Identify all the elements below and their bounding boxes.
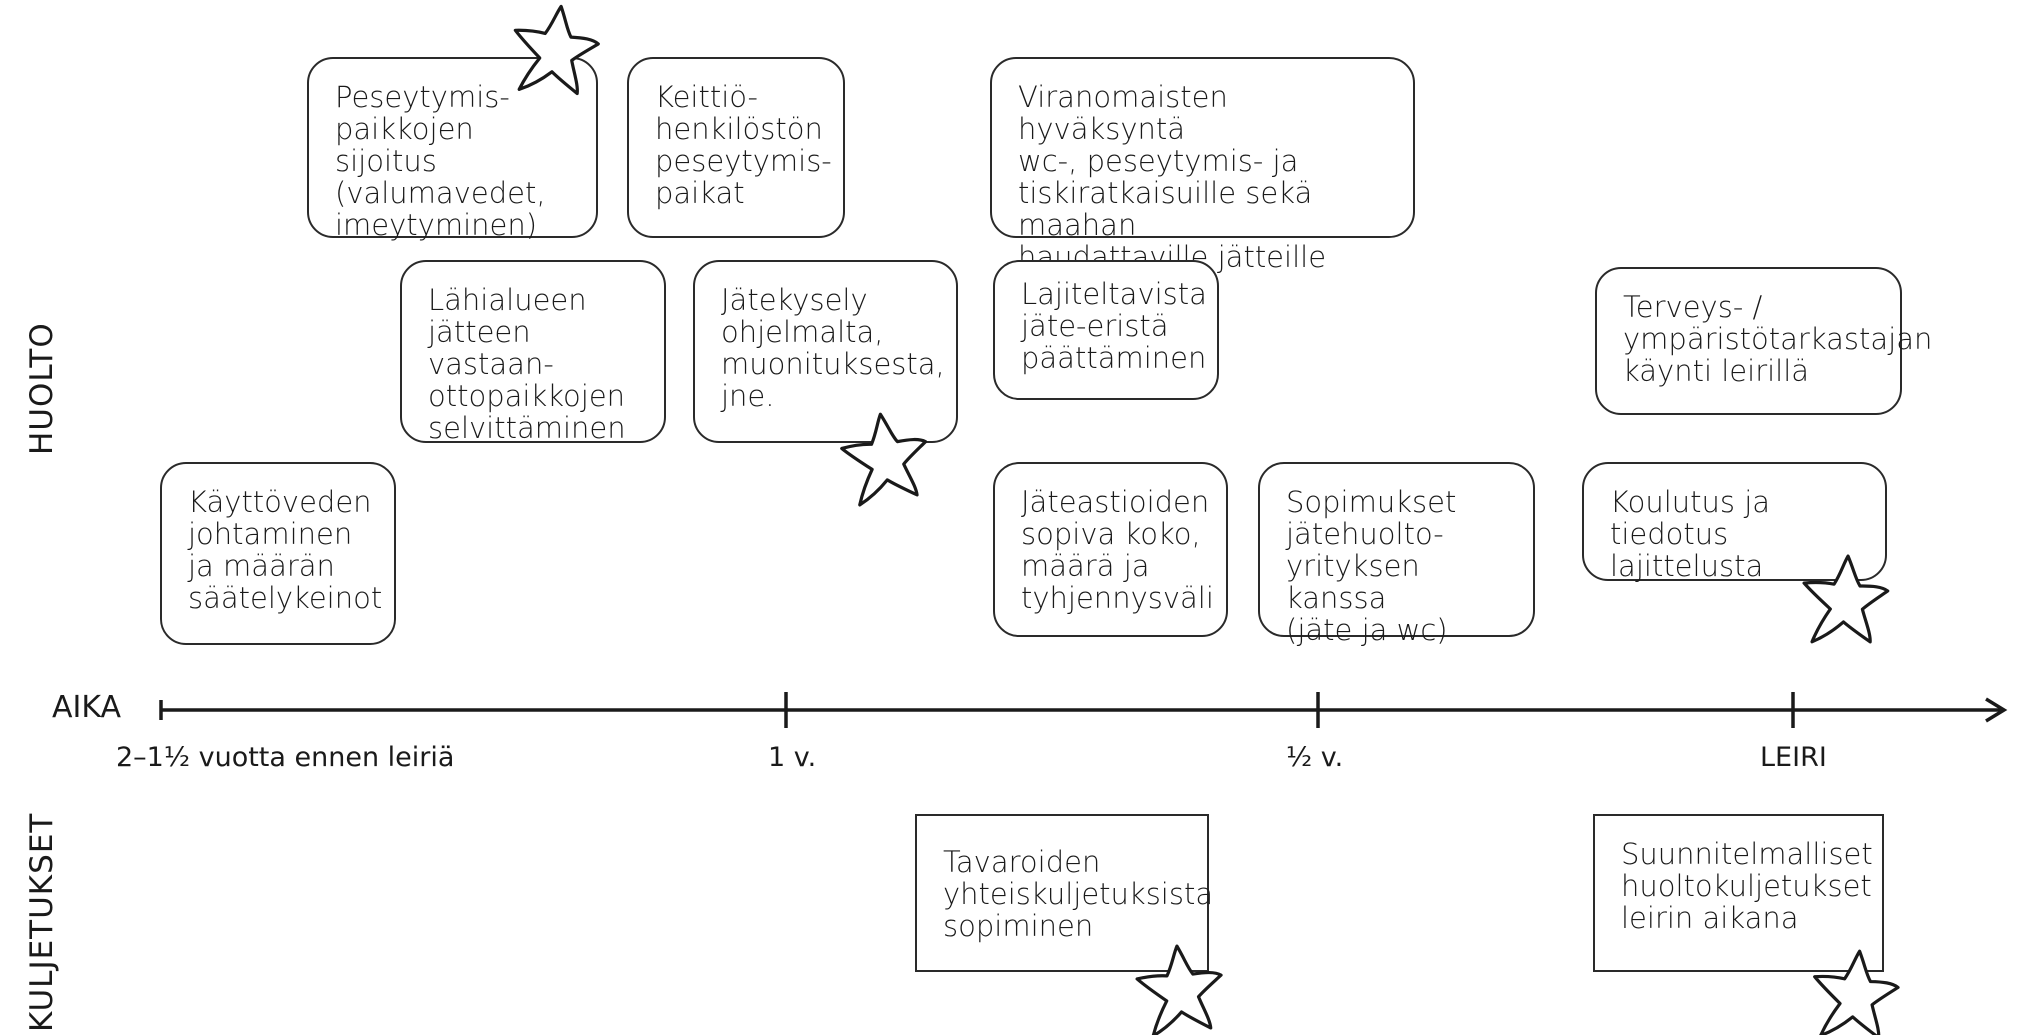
task-text: Koulutus ja tiedotus lajittelusta bbox=[1610, 485, 1771, 583]
star-icon bbox=[505, 0, 605, 102]
task-box-keittio: Keittiö- henkilöstön peseytymis- paikat bbox=[627, 57, 845, 238]
tick-label-start: 2–1½ vuotta ennen leiriä bbox=[116, 742, 455, 773]
task-text: Suunnitelmalliset huoltokuljetukset leir… bbox=[1621, 837, 1873, 935]
axis-arrowhead bbox=[1985, 697, 2008, 723]
task-text: Terveys- / ympäristötarkastajan käynti l… bbox=[1623, 290, 1933, 388]
tick-label-1v: 1 v. bbox=[768, 742, 817, 773]
task-text: Tavaroiden yhteiskuljetuksista sopiminen bbox=[943, 845, 1214, 943]
task-text: Keittiö- henkilöstön peseytymis- paikat bbox=[655, 80, 832, 210]
task-box-koulutus: Koulutus ja tiedotus lajittelusta bbox=[1582, 462, 1887, 583]
task-box-huoltokuljetukset: Suunnitelmalliset huoltokuljetukset leir… bbox=[1593, 814, 1884, 972]
task-text: Lähialueen jätteen vastaan- ottopaikkoje… bbox=[428, 283, 626, 445]
task-box-sopimukset: Sopimukset jätehuolto- yrityksen kanssa … bbox=[1258, 462, 1535, 646]
tick-label-half: ½ v. bbox=[1286, 742, 1344, 773]
task-box-jateastiat: Jäteastioiden sopiva koko, määrä ja tyhj… bbox=[993, 462, 1228, 637]
task-box-lajiteltavat: Lajiteltavista jäte-eristä päättäminen bbox=[993, 260, 1219, 400]
task-text: Jäteastioiden sopiva koko, määrä ja tyhj… bbox=[1021, 485, 1214, 615]
tick-label-leiri: LEIRI bbox=[1760, 742, 1827, 773]
star-icon bbox=[1798, 551, 1892, 649]
task-box-kayttovesi: Käyttöveden johtaminen ja määrän säätely… bbox=[160, 462, 396, 645]
task-box-tarkastaja: Terveys- / ympäristötarkastajan käynti l… bbox=[1595, 267, 1933, 415]
task-text: Peseytymis- paikkojen sijoitus (valumave… bbox=[335, 80, 546, 242]
task-text: Sopimukset jätehuolto- yrityksen kanssa … bbox=[1286, 485, 1457, 647]
task-text: Lajiteltavista jäte-eristä päättäminen bbox=[1021, 277, 1207, 375]
task-text: Käyttöveden johtaminen ja määrän säätely… bbox=[188, 485, 383, 615]
task-box-peseytymispaikat: Peseytymis- paikkojen sijoitus (valumave… bbox=[307, 57, 598, 242]
star-icon bbox=[1807, 945, 1903, 1035]
star-icon bbox=[1133, 941, 1227, 1035]
task-text: Jätekysely ohjelmalta, muonituksesta, jn… bbox=[721, 283, 945, 413]
task-box-yhteiskuljetukset: Tavaroiden yhteiskuljetuksista sopiminen bbox=[915, 814, 1214, 972]
star-icon bbox=[837, 408, 933, 508]
task-box-vastaanottopaikat: Lähialueen jätteen vastaan- ottopaikkoje… bbox=[400, 260, 666, 445]
task-box-jatekysely: Jätekysely ohjelmalta, muonituksesta, jn… bbox=[693, 260, 958, 443]
axis-label: AIKA bbox=[52, 690, 122, 725]
task-box-viranomaiset: Viranomaisten hyväksyntä wc-, peseytymis… bbox=[990, 57, 1415, 305]
